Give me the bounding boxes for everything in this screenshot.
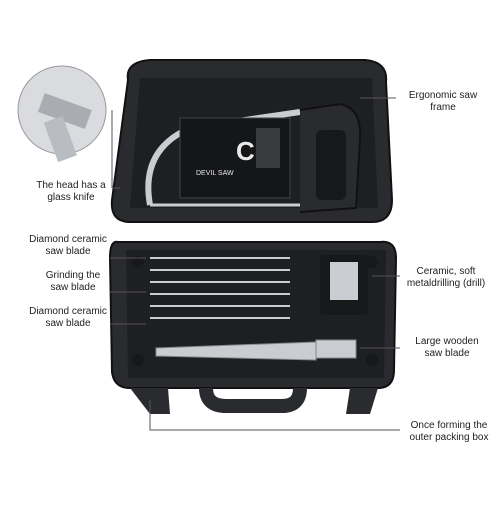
product-card: DEVIL SAW C.1 [179, 117, 291, 199]
callout-grinding-blade: Grinding the saw blade [45, 270, 101, 293]
head-inset-image [17, 65, 107, 163]
drill-accessory [320, 255, 368, 315]
callout-saw-frame: Ergonomic saw frame [408, 90, 478, 113]
callout-packing-box: Once forming the outer packing box [409, 420, 489, 443]
product-brand: DEVIL SAW [196, 170, 234, 177]
callout-diamond-ceramic-top: Diamond ceramic saw blade [29, 234, 107, 257]
callout-diamond-ceramic-bottom: Diamond ceramic saw blade [29, 306, 107, 329]
saw-blades [150, 257, 290, 319]
callout-ceramic-drill: Ceramic, soft metaldrilling (drill) [406, 266, 486, 289]
callout-wooden-saw-blade: Large wooden saw blade [415, 336, 479, 359]
wooden-saw-blade [155, 339, 357, 361]
callout-glass-knife: The head has a glass knife [36, 180, 106, 203]
callout-leaders [110, 97, 400, 431]
